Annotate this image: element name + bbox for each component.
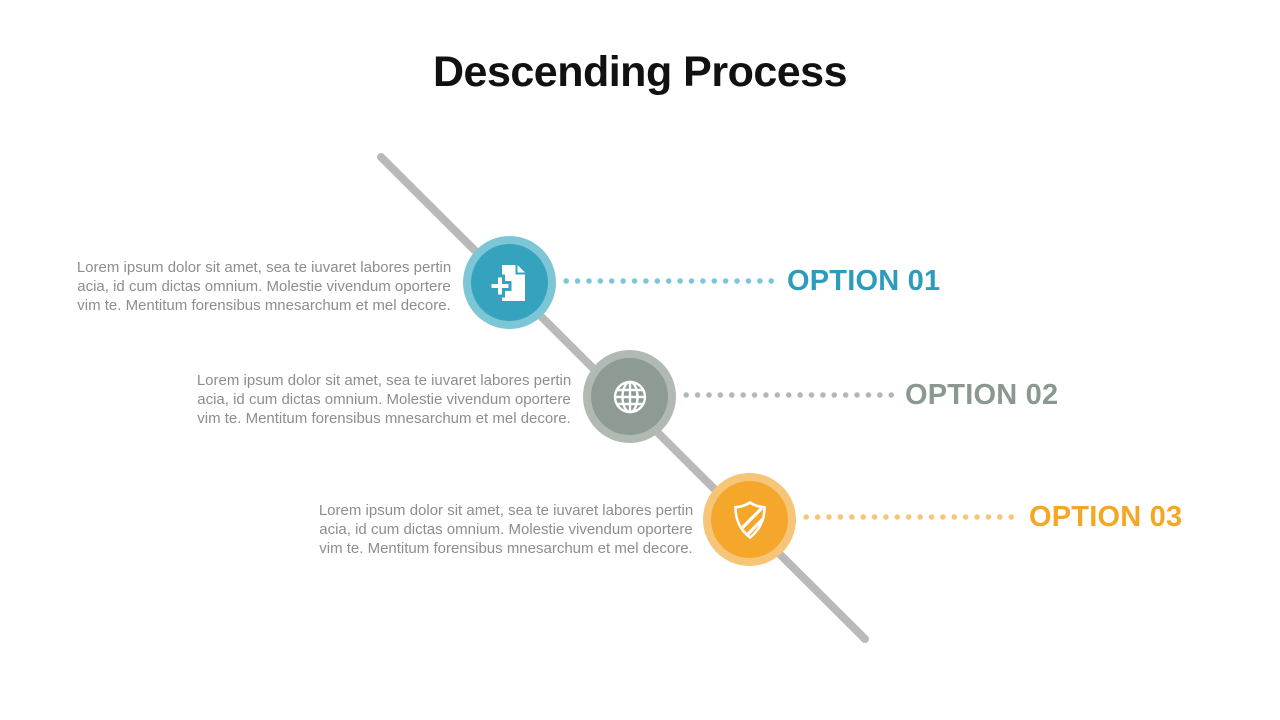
desc-line: Lorem ipsum dolor sit amet, sea te iuvar… xyxy=(318,502,694,519)
step-2-description: Lorem ipsum dolor sit amet, sea te iuvar… xyxy=(192,372,576,428)
globe-icon xyxy=(613,380,646,413)
desc-line: acia, id cum dictas omnium. Molestie viv… xyxy=(197,390,571,408)
step-2-label: OPTION 02 xyxy=(905,379,1059,411)
step-1-circle xyxy=(463,236,556,329)
step-2-circle xyxy=(583,350,676,443)
page-title: Descending Process xyxy=(432,48,848,96)
desc-line: acia, id cum dictas omnium. Molestie viv… xyxy=(77,277,451,295)
desc-line: Lorem ipsum dolor sit amet, sea te iuvar… xyxy=(196,372,572,389)
desc-line: Lorem ipsum dolor sit amet, sea te iuvar… xyxy=(76,259,452,276)
step-1-description: Lorem ipsum dolor sit amet, sea te iuvar… xyxy=(72,259,456,315)
document-add-icon xyxy=(488,264,525,301)
step-3-description: Lorem ipsum dolor sit amet, sea te iuvar… xyxy=(314,502,698,558)
desc-line: vim te. Mentitum forensibus mnesarchum e… xyxy=(319,539,693,557)
step-3-circle xyxy=(703,473,796,566)
step-3-label: OPTION 03 xyxy=(1029,501,1183,533)
step-1-label: OPTION 01 xyxy=(787,265,941,297)
shield-icon xyxy=(733,500,766,539)
step-1-circle-inner xyxy=(471,244,548,321)
desc-line: vim te. Mentitum forensibus mnesarchum e… xyxy=(77,296,451,314)
dotted-connector xyxy=(563,277,774,285)
dotted-connector xyxy=(683,391,894,399)
desc-line: vim te. Mentitum forensibus mnesarchum e… xyxy=(197,409,571,427)
step-3-circle-inner xyxy=(711,481,788,558)
desc-line: acia, id cum dictas omnium. Molestie viv… xyxy=(319,520,693,538)
dotted-connector xyxy=(803,513,1014,521)
step-2-circle-inner xyxy=(591,358,668,435)
